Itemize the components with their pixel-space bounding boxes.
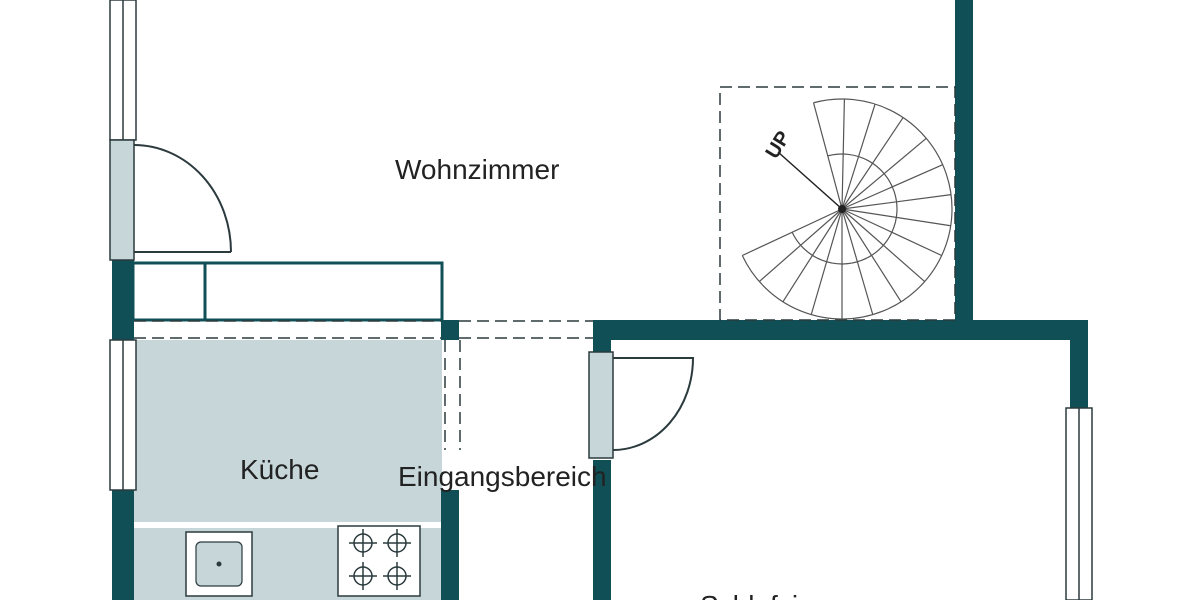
stair-label: UP: [762, 127, 795, 162]
stair-tread: [810, 208, 843, 315]
room-label-kueche: Küche: [240, 454, 319, 485]
windows: [109, 0, 1093, 600]
room-label-eingangsbereich: Eingangsbereich: [398, 461, 607, 492]
stair-tread: [841, 137, 927, 210]
wall-entry-right-upper: [593, 320, 611, 355]
stair-tread: [841, 103, 876, 210]
wall-kitchen-right: [441, 490, 459, 600]
room-label-wohnzimmer: Wohnzimmer: [395, 154, 559, 185]
stair-tread: [841, 208, 902, 303]
stair-tread: [841, 99, 845, 210]
door-leaf-living: [109, 139, 135, 261]
wall-left-lower: [112, 490, 134, 600]
stair-tread: [841, 164, 943, 210]
room-label-schlafzimmer: Schlafzimmer: [700, 590, 870, 600]
stair-tread: [841, 208, 874, 315]
walls: [112, 0, 1088, 600]
spiral-staircase: [741, 98, 953, 320]
stair-tread: [841, 117, 904, 210]
kitchen-sink: [185, 531, 253, 597]
stair-tread: [841, 208, 951, 227]
door-leaf-bedroom: [588, 351, 614, 459]
wall-bedroom-top: [593, 320, 1088, 340]
door-swing-living: [133, 144, 232, 253]
wall-bedroom-right: [1070, 320, 1088, 410]
stair-center-post: [838, 205, 846, 213]
stair-tread: [841, 208, 942, 257]
wall-kitchen-entry-top: [441, 320, 459, 340]
stair-direction-line: [777, 151, 843, 210]
dashed-boundaries: [134, 86, 956, 450]
sink-drain: [216, 561, 222, 567]
wall-stair-right: [955, 0, 973, 330]
kitchen-floor: [133, 340, 442, 522]
stair-tread: [758, 208, 843, 282]
door-swing-bedroom: [612, 357, 695, 451]
stair-tread: [812, 102, 843, 210]
wall-left-mid: [112, 260, 134, 340]
stove: [337, 525, 421, 597]
stair-tread: [841, 208, 926, 282]
sideboard: [131, 261, 444, 322]
stair-tread: [782, 208, 843, 303]
stair-tread: [742, 208, 843, 257]
stair-opening: [719, 86, 956, 321]
doors: [109, 139, 695, 459]
wall-entry-right-lower: [593, 460, 611, 600]
stair-tread: [841, 194, 952, 210]
